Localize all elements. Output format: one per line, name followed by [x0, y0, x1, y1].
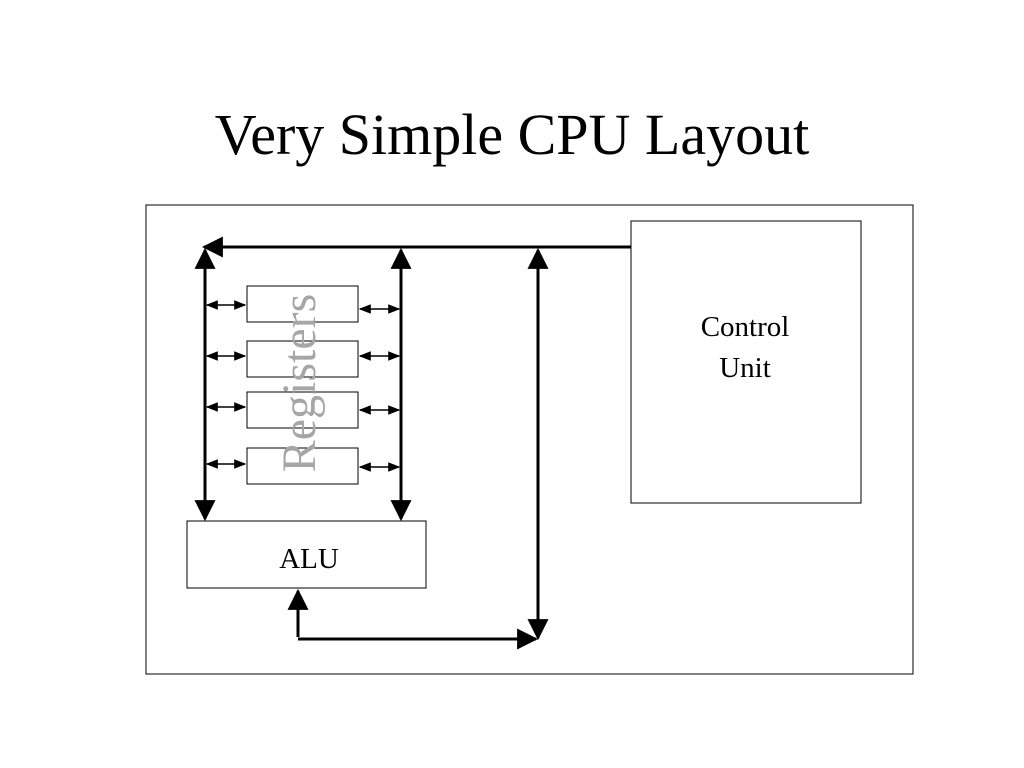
register-2 — [246, 340, 359, 378]
alu: ALU — [186, 520, 427, 589]
register-1 — [246, 285, 359, 323]
control-unit: Control Unit — [630, 220, 862, 504]
control-unit-label-line2: Unit — [719, 352, 771, 384]
registers-label: Registers — [273, 294, 326, 473]
alu-box — [186, 520, 427, 589]
page-title: Very Simple CPU Layout — [214, 102, 810, 167]
alu-label: ALU — [279, 543, 339, 575]
register-4 — [246, 447, 359, 485]
control-unit-box — [630, 220, 862, 504]
cpu-outer-frame — [145, 204, 914, 675]
control-unit-label-line1: Control — [701, 311, 790, 343]
register-3 — [246, 391, 359, 429]
register-bank: Registers — [205, 285, 401, 485]
